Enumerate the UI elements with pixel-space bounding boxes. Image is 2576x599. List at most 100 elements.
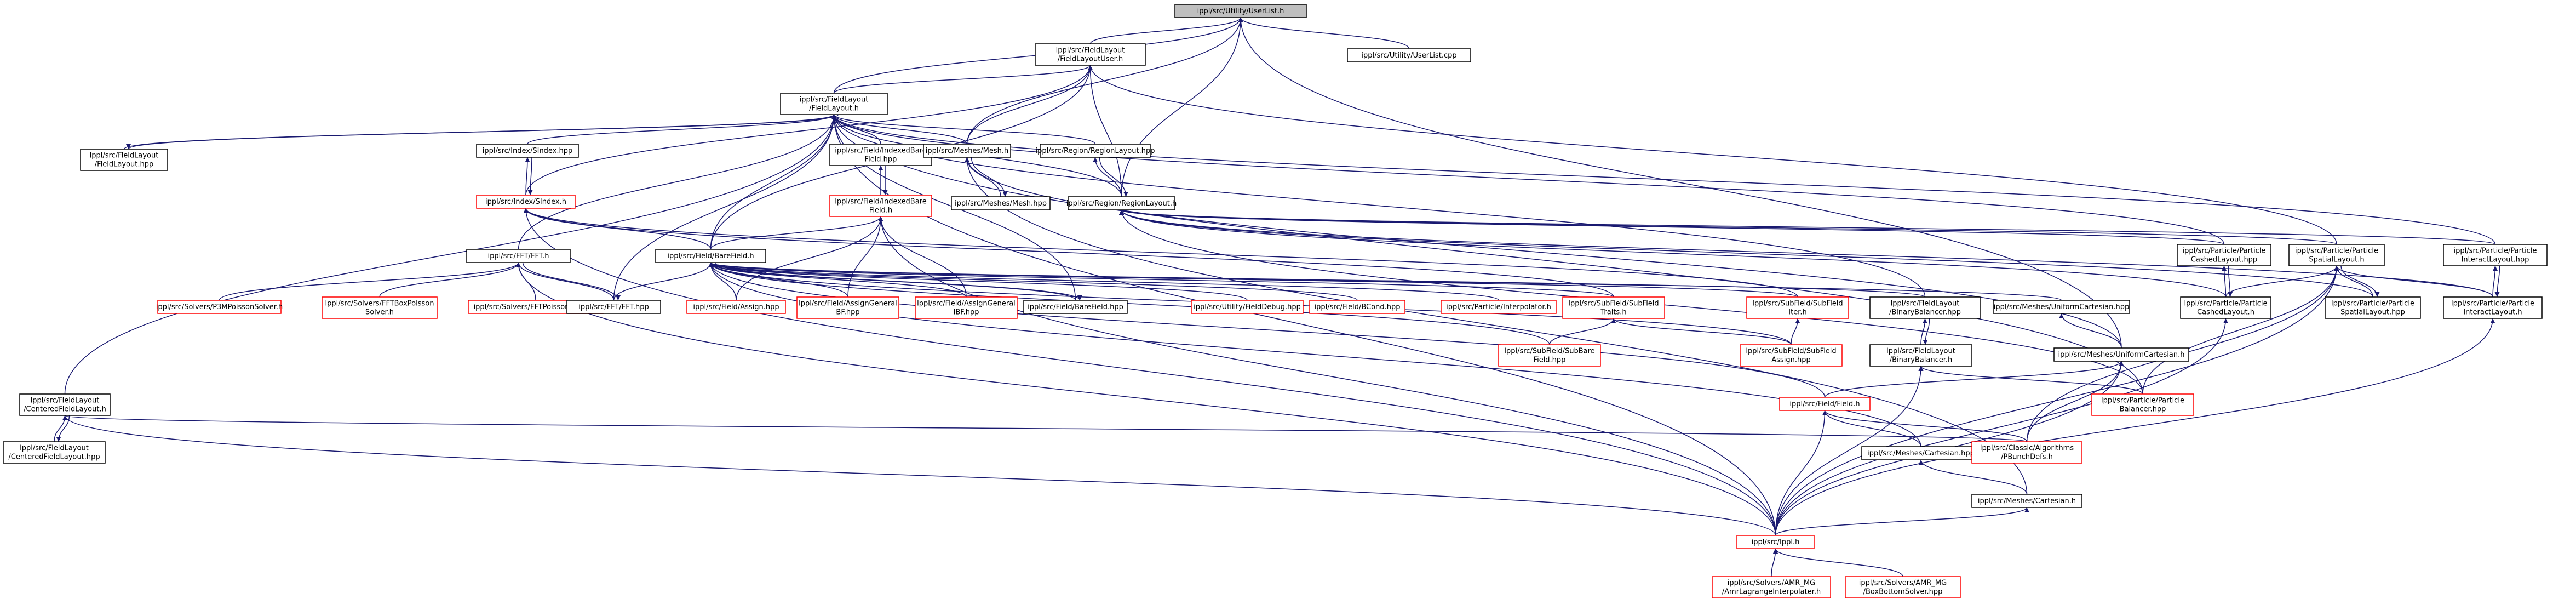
node-fielddebug[interactable]: ippl/src/Utility/FieldDebug.hpp — [1191, 300, 1304, 314]
node-cfl-hpp[interactable]: ippl/src/FieldLayout/CenteredFieldLayout… — [3, 441, 106, 464]
edge — [1773, 548, 1903, 577]
node-field-h[interactable]: ippl/src/Field/Field.h — [1779, 397, 1871, 411]
node-assign-hpp[interactable]: ippl/src/Field/Assign.hpp — [686, 300, 786, 314]
node-label: ippl/src/Region/RegionLayout.h — [1066, 199, 1177, 208]
node-bf-hpp[interactable]: ippl/src/Field/BareField.hpp — [1023, 300, 1128, 314]
node-interp[interactable]: ippl/src/Particle/Interpolator.h — [1441, 300, 1557, 314]
node-label: ippl/src/Field/IndexedBare — [835, 147, 926, 155]
node-box — [19, 393, 111, 416]
node-label: Traits.h — [1600, 309, 1626, 317]
edge-arrow — [708, 262, 1550, 345]
node-bbal-hpp[interactable]: ippl/src/FieldLayout/BinaryBalancer.hpp — [1869, 296, 1981, 319]
node-amr[interactable]: ippl/src/Solvers/AMR_MG/AmrLagrangeInter… — [1712, 576, 1831, 598]
node-box — [1347, 48, 1471, 62]
edge-arrow — [1822, 410, 2028, 442]
edge-arrow — [64, 114, 836, 395]
edge-arrow — [831, 114, 2496, 245]
node-label: ippl/src/SubField/SubField — [1752, 300, 1843, 308]
node-bcond[interactable]: ippl/src/Field/BCond.hpp — [1309, 300, 1405, 314]
node-sindex-h[interactable]: ippl/src/Index/SIndex.h — [476, 195, 576, 209]
edge-arrow — [525, 157, 530, 196]
node-pcl-hpp[interactable]: ippl/src/Particle/ParticleCashedLayout.h… — [2177, 244, 2271, 266]
node-bbs[interactable]: ippl/src/Solvers/AMR_MG/BoxBottomSolver.… — [1845, 576, 1961, 598]
edge-arrow — [1775, 265, 2339, 536]
node-ippl-h[interactable]: ippl/src/Ippl.h — [1736, 535, 1815, 549]
edge — [523, 208, 1798, 298]
node-fft-h[interactable]: ippl/src/FFT/FFT.h — [466, 249, 571, 263]
node-box — [476, 144, 579, 158]
node-box — [157, 300, 282, 314]
node-mesh-hpp[interactable]: ippl/src/Meshes/Mesh.hpp — [951, 196, 1051, 210]
edge — [523, 208, 1776, 536]
node-label: ippl/src/Utility/UserList.h — [1197, 7, 1284, 15]
node-psl-hpp[interactable]: ippl/src/Particle/ParticleSpatialLayout.… — [2325, 296, 2421, 319]
edge — [62, 415, 1776, 536]
node-uc-hpp[interactable]: ippl/src/Meshes/UniformCartesian.hpp — [1993, 300, 2130, 314]
node-sindex-hpp[interactable]: ippl/src/Index/SIndex.hpp — [476, 144, 579, 158]
node-bbal-h[interactable]: ippl/src/FieldLayout/BinaryBalancer.h — [1869, 344, 1972, 367]
edge-arrow — [527, 114, 836, 145]
node-box — [322, 296, 438, 319]
edge-arrow — [1918, 366, 2143, 395]
node-box — [3, 441, 106, 464]
node-fl-h[interactable]: ippl/src/FieldLayout/FieldLayout.h — [780, 93, 888, 115]
node-box — [915, 296, 1018, 319]
node-label: /PBunchDefs.h — [2001, 453, 2053, 461]
node-mesh-h[interactable]: ippl/src/Meshes/Mesh.h — [923, 144, 1011, 158]
node-label: ippl/src/Solvers/FFTBoxPoisson — [325, 300, 434, 308]
node-pil-h[interactable]: ippl/src/Particle/ParticleInteractLayout… — [2443, 296, 2543, 319]
node-label: ippl/src/Field/BareField.h — [667, 252, 754, 260]
node-fl-user-h[interactable]: ippl/src/FieldLayout/FieldLayoutUser.h — [1035, 43, 1146, 66]
node-rl-h[interactable]: ippl/src/Region/RegionLayout.h — [1066, 196, 1177, 210]
edge — [971, 157, 1008, 197]
node-cart-hpp[interactable]: ippl/src/Meshes/Cartesian.hpp — [1861, 446, 1981, 460]
edge-arrow — [219, 262, 521, 301]
edge-arrow — [710, 114, 836, 250]
node-label: ippl/src/Particle/Interpolator.h — [1446, 303, 1551, 311]
edge-arrow — [1822, 410, 1921, 447]
node-psl-h[interactable]: ippl/src/Particle/ParticleSpatialLayout.… — [2288, 244, 2385, 266]
edge-arrow — [1119, 209, 2227, 298]
edge-arrow — [2142, 265, 2339, 395]
node-pbunch[interactable]: ippl/src/Classic/Algorithms/PBunchDefs.h — [1971, 441, 2082, 464]
edge — [1088, 65, 1122, 197]
node-p3m[interactable]: ippl/src/Solvers/P3MPoissonSolver.h — [156, 300, 283, 314]
edge-arrow — [1791, 318, 1800, 345]
node-box — [1191, 300, 1304, 314]
node-uc-h[interactable]: ippl/src/Meshes/UniformCartesian.h — [2053, 347, 2189, 362]
node-pil-hpp[interactable]: ippl/src/Particle/ParticleInteractLayout… — [2443, 244, 2548, 266]
node-cfl-h[interactable]: ippl/src/FieldLayout/CenteredFieldLayout… — [19, 393, 111, 416]
node-cart-h[interactable]: ippl/src/Meshes/Cartesian.h — [1971, 494, 2082, 508]
node-fl-hpp[interactable]: ippl/src/FieldLayout/FieldLayout.hpp — [80, 149, 168, 171]
node-box — [1869, 344, 1972, 367]
edge — [833, 65, 1093, 94]
node-fft-hpp[interactable]: ippl/src/FFT/FFT.hpp — [566, 300, 661, 314]
edge — [708, 262, 1926, 298]
edge — [878, 216, 967, 298]
edge — [516, 262, 1776, 536]
node-userlist-cpp[interactable]: ippl/src/Utility/UserList.cpp — [1347, 48, 1471, 62]
node-bf-h[interactable]: ippl/src/Field/BareField.h — [655, 249, 766, 263]
edge-arrow — [2494, 265, 2500, 298]
edge — [708, 262, 1499, 301]
edge-arrow — [1918, 459, 2028, 495]
node-box — [829, 195, 932, 217]
node-label: /BoxBottomSolver.hpp — [1863, 588, 1943, 596]
node-label: ippl/src/Particle/Particle — [2451, 300, 2534, 308]
edge — [1775, 410, 1827, 536]
edge-arrow — [1775, 366, 1924, 536]
node-userlist-h[interactable]: ippl/src/Utility/UserList.h — [1174, 4, 1307, 18]
node-rl-hpp[interactable]: ippl/src/Region/RegionLayout.hpp — [1036, 144, 1155, 158]
edge-arrow — [2026, 361, 2124, 442]
